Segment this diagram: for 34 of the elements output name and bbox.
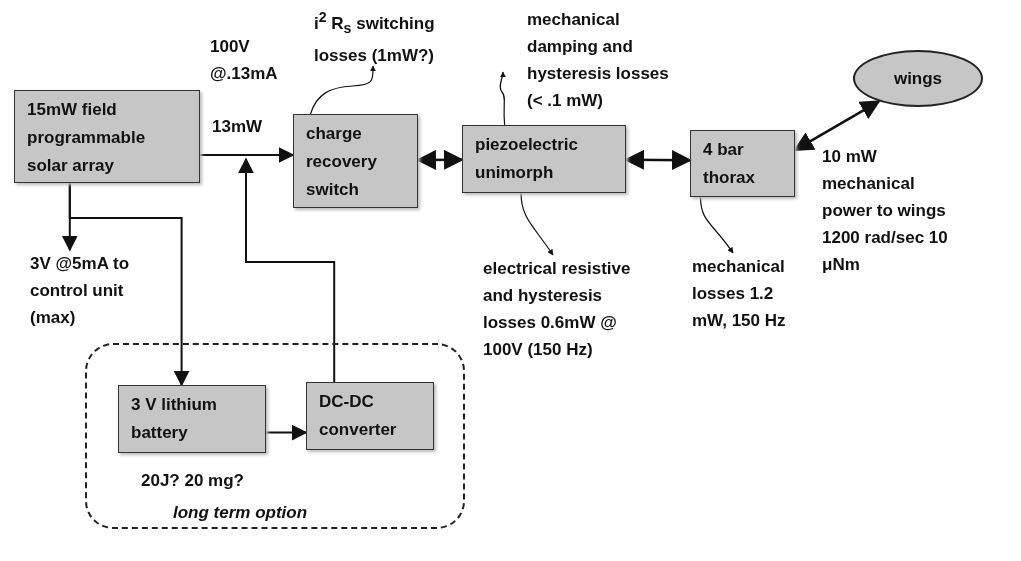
process-box bbox=[293, 114, 418, 208]
process-box bbox=[14, 90, 200, 183]
annotation-text: 10 mW mechanical power to wings 1200 rad/sec 10 μNm bbox=[822, 146, 949, 276]
arrow bbox=[265, 424, 308, 441]
wavy-arrow bbox=[309, 65, 377, 115]
box-label: wings bbox=[893, 68, 943, 89]
arrow bbox=[238, 157, 336, 383]
process-box bbox=[306, 382, 434, 450]
loss-annotation: electrical resistive and hysteresis losses 0.6mW @ 100V (150 Hz) bbox=[483, 255, 635, 395]
arrow bbox=[416, 149, 464, 170]
arrow bbox=[199, 147, 295, 163]
wavy-arrow bbox=[699, 196, 734, 254]
box-label: piezoelectric unimorph bbox=[475, 134, 579, 184]
box-label: 3 V lithium battery bbox=[131, 394, 218, 444]
box-label: 4 bar thorax bbox=[703, 139, 756, 189]
annotation-text: 100V @.13mA bbox=[210, 36, 279, 85]
loss-annotation: mechanical losses 1.2 mW, 150 Hz bbox=[692, 253, 802, 338]
box-label: DC-DC converter bbox=[319, 391, 398, 441]
group-caption: long term option bbox=[173, 503, 308, 523]
box-label: 15mW field programmable solar array bbox=[27, 99, 147, 177]
box-label: charge recovery switch bbox=[306, 123, 378, 201]
loss-annotation: 3V @5mA to control unit (max) bbox=[30, 250, 135, 335]
dashed-group-boundary bbox=[85, 343, 465, 529]
arrow bbox=[793, 100, 881, 152]
loss-annotation: mechanical damping and hysteresis losses (< .1 mW) bbox=[503, 6, 687, 116]
wavy-arrow bbox=[520, 192, 554, 256]
loss-annotation: i$^{2}$ R$_{s}$ switching losses (1mW?) bbox=[314, 4, 489, 64]
arrow bbox=[68, 182, 190, 387]
process-box bbox=[118, 385, 266, 453]
process-box bbox=[690, 130, 795, 197]
arrow bbox=[624, 149, 692, 171]
wavy-arrow bbox=[499, 71, 506, 126]
process-box bbox=[462, 125, 626, 193]
group-note: 20J? 20 mg? bbox=[141, 471, 244, 491]
